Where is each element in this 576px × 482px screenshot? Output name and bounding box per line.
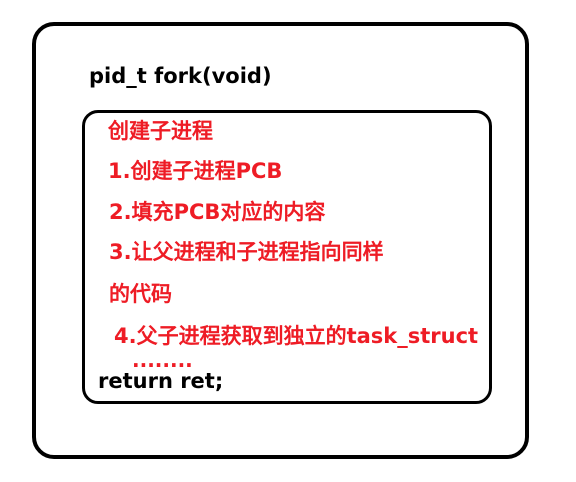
step-create-pcb: 1.创建子进程PCB (108, 159, 283, 183)
step-share-code-continued: 的代码 (109, 282, 172, 306)
step-task-struct: 4.父子进程获取到独立的task_struct (114, 324, 479, 348)
function-body-box (82, 110, 492, 404)
step-share-code: 3.让父进程和子进程指向同样 (109, 240, 384, 264)
ellipsis: ........ (132, 348, 193, 372)
function-outer-box (32, 22, 529, 459)
step-fill-pcb: 2.填充PCB对应的内容 (109, 200, 326, 224)
return-statement: return ret; (98, 369, 224, 393)
function-signature: pid_t fork(void) (89, 64, 272, 88)
step-title: 创建子进程 (108, 119, 213, 143)
